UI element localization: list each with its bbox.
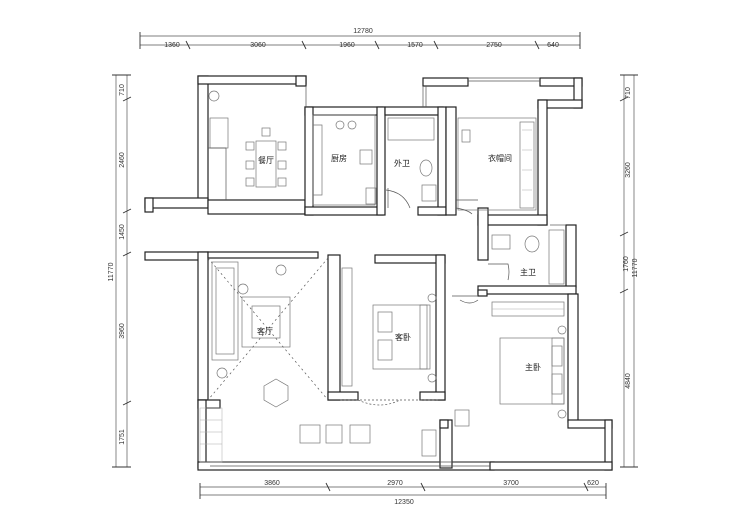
dim-right-3: 4840 xyxy=(625,373,632,389)
room-master-bed: 主卧 xyxy=(525,362,541,372)
dim-top-1: 3060 xyxy=(250,42,266,49)
dim-bottom-2: 3700 xyxy=(503,480,519,487)
room-master-bath: 主卫 xyxy=(520,267,536,277)
right-dimensions: 710 3260 1760 11770 4840 xyxy=(619,74,639,468)
room-living: 客厅 xyxy=(257,326,273,336)
dim-left-total: 11770 xyxy=(108,262,115,281)
room-closet: 衣帽间 xyxy=(488,153,512,163)
windows xyxy=(199,77,566,467)
dim-right-2: 1760 xyxy=(623,256,630,272)
dim-top-5: 640 xyxy=(547,42,559,49)
walls xyxy=(144,75,613,471)
dim-top-0: 1360 xyxy=(164,42,180,49)
room-kitchen: 厨房 xyxy=(331,153,347,163)
room-guest-bath: 外卫 xyxy=(394,158,410,168)
dim-left-4: 1751 xyxy=(119,429,126,445)
dim-top-4: 2750 xyxy=(486,42,502,49)
bottom-dimensions: 3860 2970 3700 620 12350 xyxy=(199,480,607,506)
left-dimensions: 710 2460 1450 3960 1751 11770 xyxy=(108,74,132,468)
dim-left-0: 710 xyxy=(119,84,126,96)
room-dining: 餐厅 xyxy=(258,156,274,165)
dim-left-1: 2460 xyxy=(119,152,126,168)
dim-bottom-0: 3860 xyxy=(264,480,280,487)
dim-right-1: 3260 xyxy=(625,162,632,178)
furniture xyxy=(207,90,567,457)
dim-right-0: 710 xyxy=(625,87,632,99)
dim-bottom-3: 620 xyxy=(587,480,599,487)
dim-left-3: 3960 xyxy=(119,323,126,339)
dim-top-total: 12780 xyxy=(353,28,373,35)
dim-bottom-1: 2970 xyxy=(387,480,403,487)
dim-left-2: 1450 xyxy=(119,224,126,240)
dim-right-total: 11770 xyxy=(632,258,639,277)
top-dimensions: 12780 1360 3060 1960 1570 2750 640 xyxy=(139,28,581,50)
dim-bottom-total: 12350 xyxy=(394,499,414,506)
room-labels: 餐厅 厨房 外卫 衣帽间 主卫 客厅 客卧 主卧 xyxy=(257,153,541,372)
dim-top-2: 1960 xyxy=(339,42,355,49)
dim-top-3: 1570 xyxy=(407,42,423,49)
room-guest-bed: 客卧 xyxy=(395,332,411,342)
